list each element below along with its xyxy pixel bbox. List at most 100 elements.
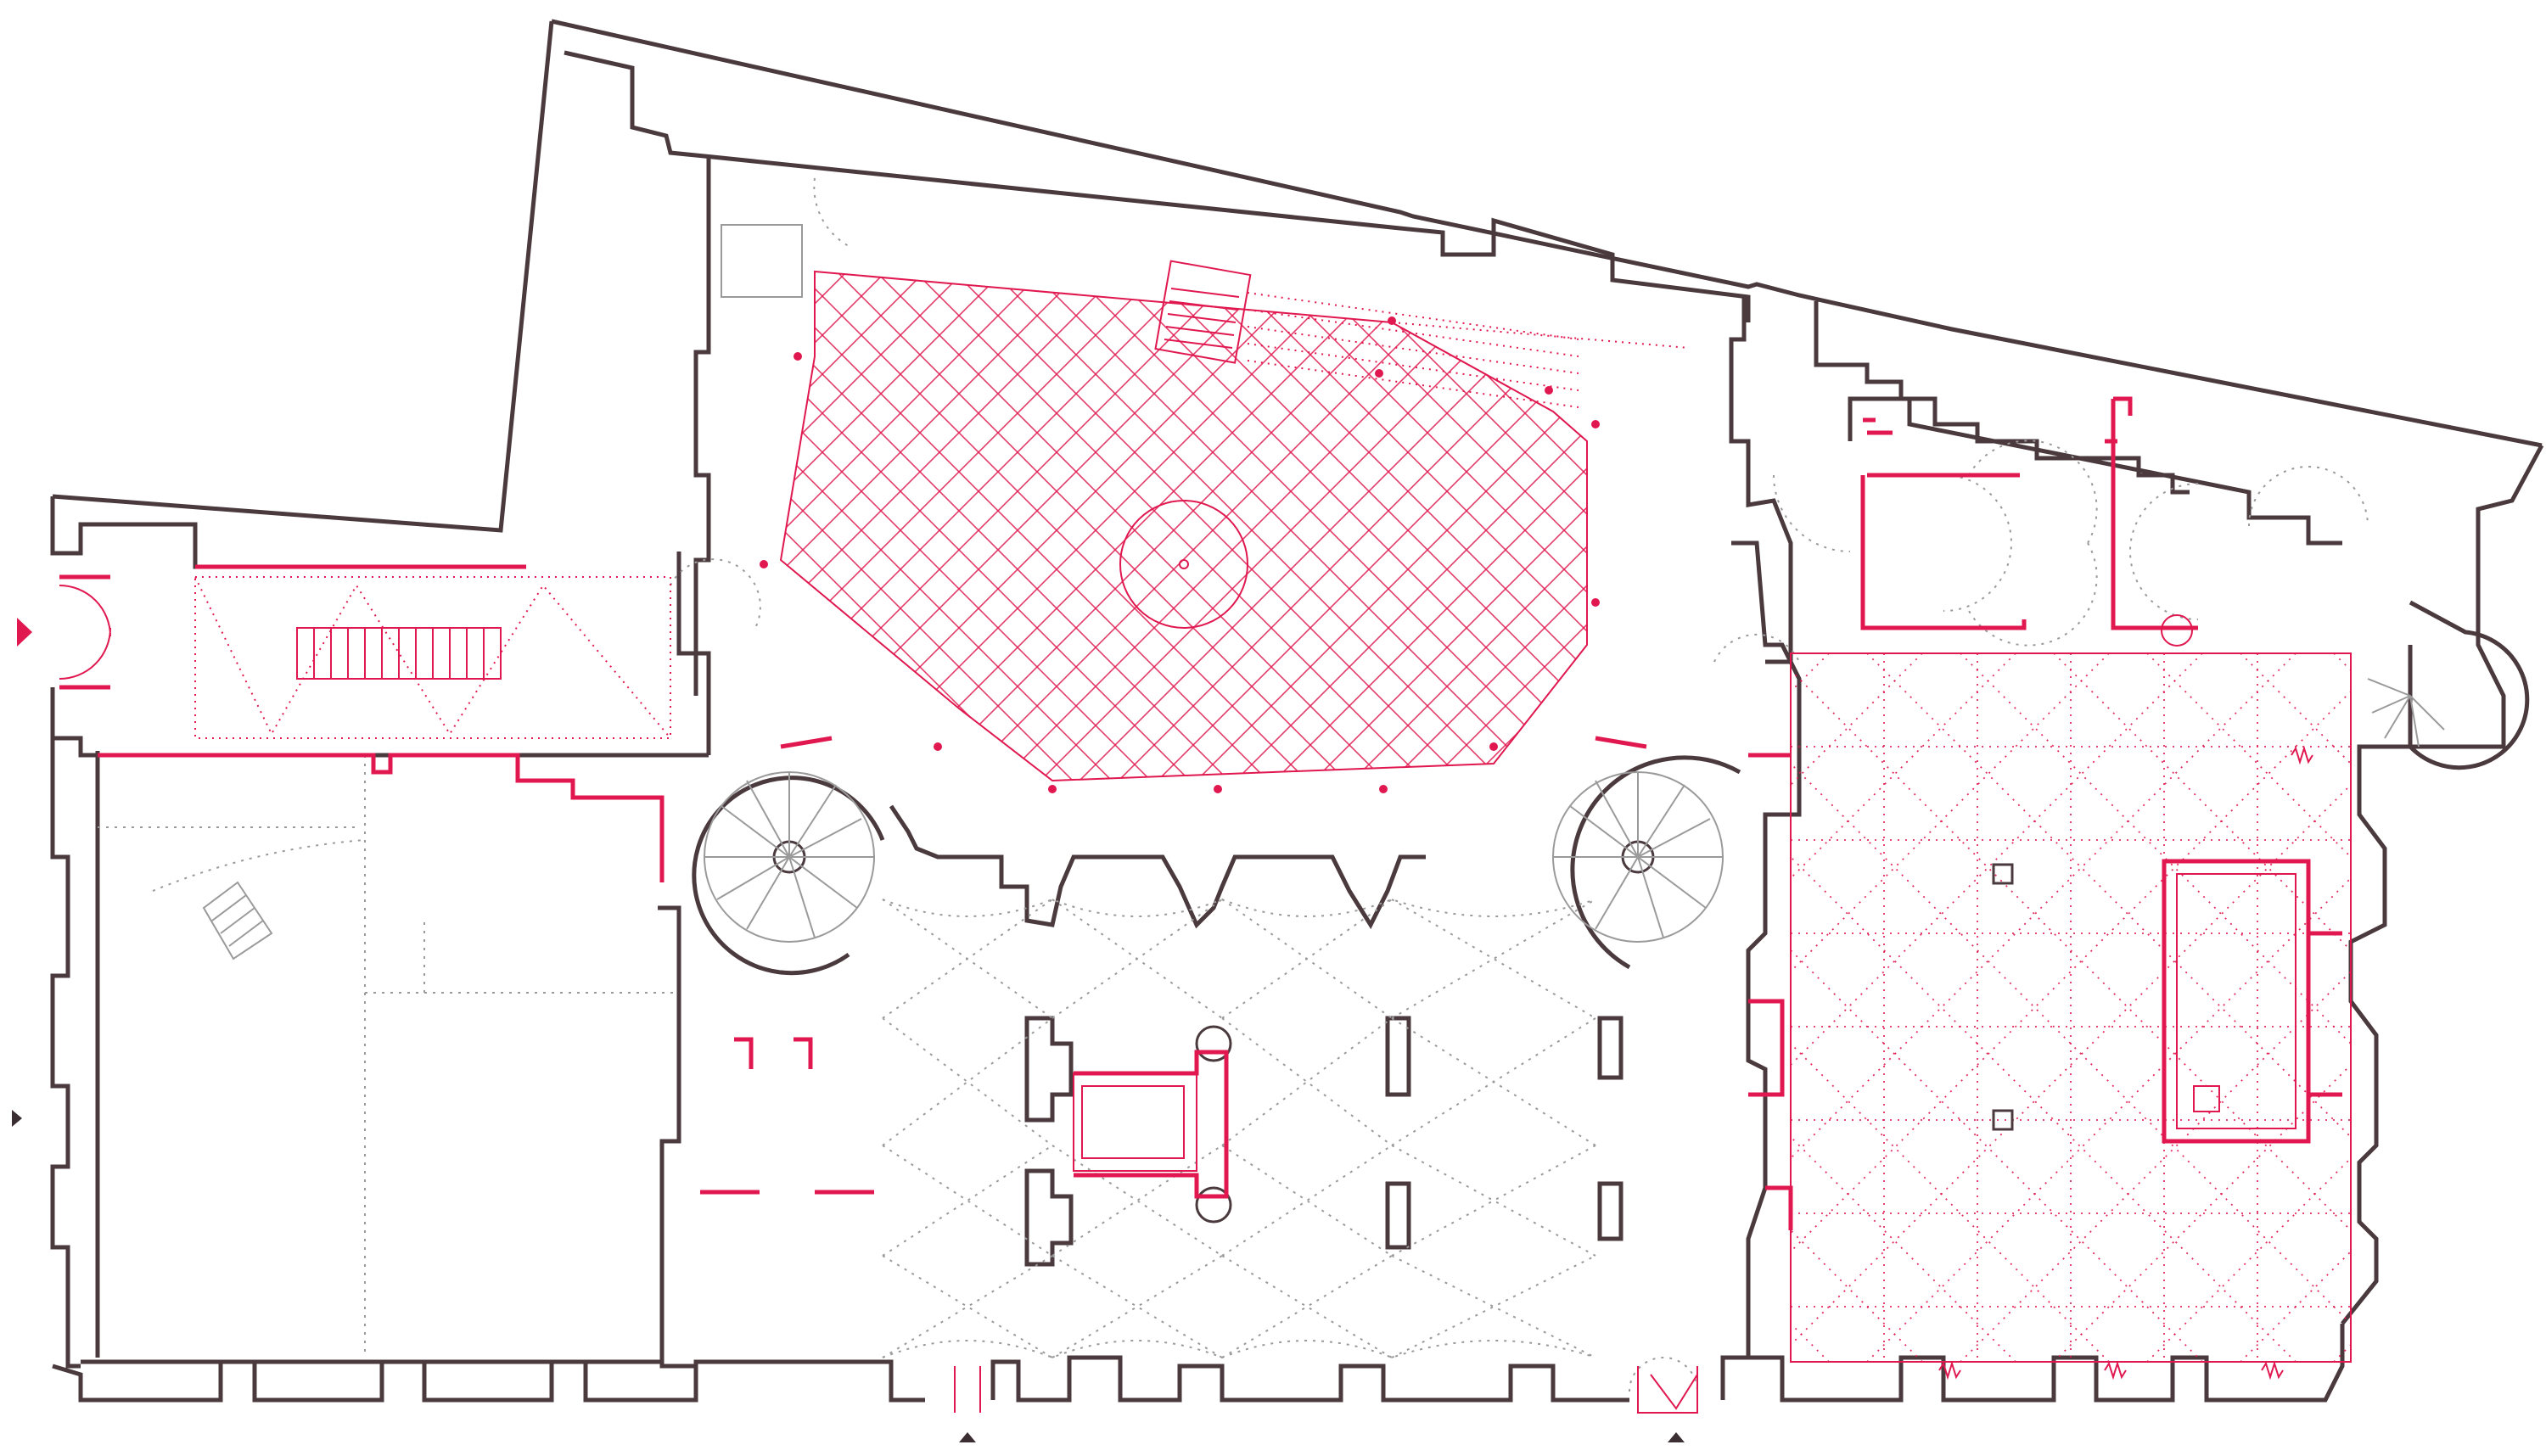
courtyard-grid-line xyxy=(781,272,904,781)
courtyard-grid-line xyxy=(781,272,1138,781)
courtyard-grid-line xyxy=(156,255,708,806)
west-spiral-door xyxy=(780,736,833,749)
hall-pier-4 xyxy=(1385,1181,1411,1250)
east-hall-dotted-grid xyxy=(1027,652,2546,1362)
east-grid-diagonal xyxy=(1027,653,1736,1362)
hall-central-walls xyxy=(1074,1050,1229,1199)
west-annex-top xyxy=(50,496,526,569)
courtyard-grid-line xyxy=(1757,255,2308,806)
hall-central-bench-inner xyxy=(1081,1085,1185,1159)
courtyard-grid-line xyxy=(1561,272,1587,781)
east-grid-diagonal xyxy=(1866,876,2351,1362)
east-grid-diagonal xyxy=(2333,1343,2351,1362)
east-grid-diagonal xyxy=(2521,653,2546,1362)
east-hall-radiator-marks xyxy=(1938,745,2313,1380)
courtyard-west-wall xyxy=(693,157,711,696)
east-spiral-stair-wall xyxy=(1570,755,1741,970)
courtyard-grid-line xyxy=(1444,272,1587,781)
west-spiral-stair-treads xyxy=(704,772,874,938)
courtyard-grid-line xyxy=(39,255,591,806)
hall-pier-1 xyxy=(1024,1016,1074,1123)
courtyard-grid-line xyxy=(1679,255,2230,806)
east-facade xyxy=(2341,444,2544,1325)
east-wing-column xyxy=(2161,614,2193,647)
entrance-markers xyxy=(12,618,1685,1442)
courtyard-grid-line xyxy=(1561,272,1587,781)
east-spiral-stair-treads xyxy=(1553,772,1723,938)
courtyard-grid-line xyxy=(1483,272,1587,781)
courtyard-grid-line xyxy=(39,255,591,806)
northeast-stair-tower xyxy=(2408,600,2530,770)
courtyard-grid-line xyxy=(1601,255,2152,806)
east-hall-stage-inner xyxy=(2176,873,2296,1129)
west-spiral-stair-wall xyxy=(692,776,885,976)
courtyard-grid-line xyxy=(781,272,787,781)
courtyard-grid-line xyxy=(1326,272,1587,781)
courtyard-grid-line xyxy=(1444,272,1587,781)
south-entrance-door-west xyxy=(954,1366,981,1413)
west-corridor-stair-treads xyxy=(313,628,485,679)
west-room-curved-stair xyxy=(202,881,273,960)
east-grid-diagonal xyxy=(1960,970,2351,1362)
entrance-arrow-north-south-2-icon xyxy=(1668,1432,1685,1442)
courtyard-marker-dots xyxy=(760,316,1600,793)
courtyard-grid-line xyxy=(781,272,865,781)
new-interventions xyxy=(39,255,2546,1414)
east-wing-west-wall xyxy=(1729,297,1793,664)
courtyard-stair-treads xyxy=(1164,288,1240,349)
courtyard-grid-line xyxy=(1248,272,1587,781)
courtyard-grid-line xyxy=(156,255,708,806)
south-facade-middle xyxy=(990,1355,1629,1403)
courtyard-grid-line xyxy=(195,255,747,806)
courtyard-grid-line xyxy=(781,272,1177,781)
northeast-stair-treads xyxy=(2367,678,2445,748)
hall-pier-5 xyxy=(1597,1016,1623,1080)
courtyard-grid-line xyxy=(1483,272,1587,781)
courtyard-grid-line xyxy=(1640,255,2191,806)
courtyard-grid-line xyxy=(1131,272,1587,781)
hall-vault-diagonals xyxy=(882,899,1596,1358)
courtyard-grid-line xyxy=(781,272,982,781)
east-grid-diagonal xyxy=(1791,653,1923,787)
east-grid-diagonal xyxy=(1791,690,2351,1253)
west-annex-bottom xyxy=(50,687,709,758)
hall-pier-2 xyxy=(1024,1168,1074,1267)
east-grid-diagonal xyxy=(2240,1250,2351,1362)
courtyard-grid-line xyxy=(1209,272,1587,781)
courtyard-fountain-center xyxy=(1179,559,1189,569)
entrance-arrow-west-icon xyxy=(17,618,32,647)
east-spiral-door xyxy=(1595,736,1647,749)
east-grid-diagonal xyxy=(1027,653,1736,1362)
courtyard-paving-outline xyxy=(779,270,1588,782)
courtyard-grid-line xyxy=(781,272,787,781)
hall-column-south xyxy=(1195,1186,1232,1224)
east-hall-pillar xyxy=(1992,1109,2014,1131)
hall-vault-arcs xyxy=(882,898,1596,1359)
east-grid-diagonal xyxy=(2521,653,2546,1362)
east-grid-diagonal xyxy=(1791,949,2203,1362)
existing-walls xyxy=(50,19,2544,1403)
well-box xyxy=(721,224,803,298)
west-facade xyxy=(50,738,81,1369)
west-room-new-partitions xyxy=(700,1037,874,1195)
courtyard-grid-line xyxy=(195,255,747,806)
hall-pier-3 xyxy=(1385,1016,1411,1097)
east-grid-diagonal xyxy=(1866,653,2351,1139)
west-room-east-wall xyxy=(658,905,696,1369)
courtyard-grid-line xyxy=(1640,255,2191,806)
entrance-arrow-north-south-1-icon xyxy=(959,1432,976,1442)
courtyard-grid-line xyxy=(117,255,669,806)
east-wing-vaults xyxy=(1773,440,2369,647)
courtyard-grid-line xyxy=(1170,272,1587,781)
courtyard-grid-line xyxy=(781,272,1060,781)
west-room-vault xyxy=(98,755,679,1358)
hall-column-north xyxy=(1195,1025,1232,1062)
courtyard-grid-line xyxy=(781,272,865,781)
east-grid-diagonal xyxy=(2146,1156,2351,1362)
east-grid-diagonal xyxy=(1791,653,2203,1067)
west-room-new-north-wall xyxy=(98,753,665,882)
courtyard-grid-line xyxy=(781,272,943,781)
east-grid-diagonal xyxy=(1791,653,1830,693)
west-corridor-entry xyxy=(59,574,110,690)
